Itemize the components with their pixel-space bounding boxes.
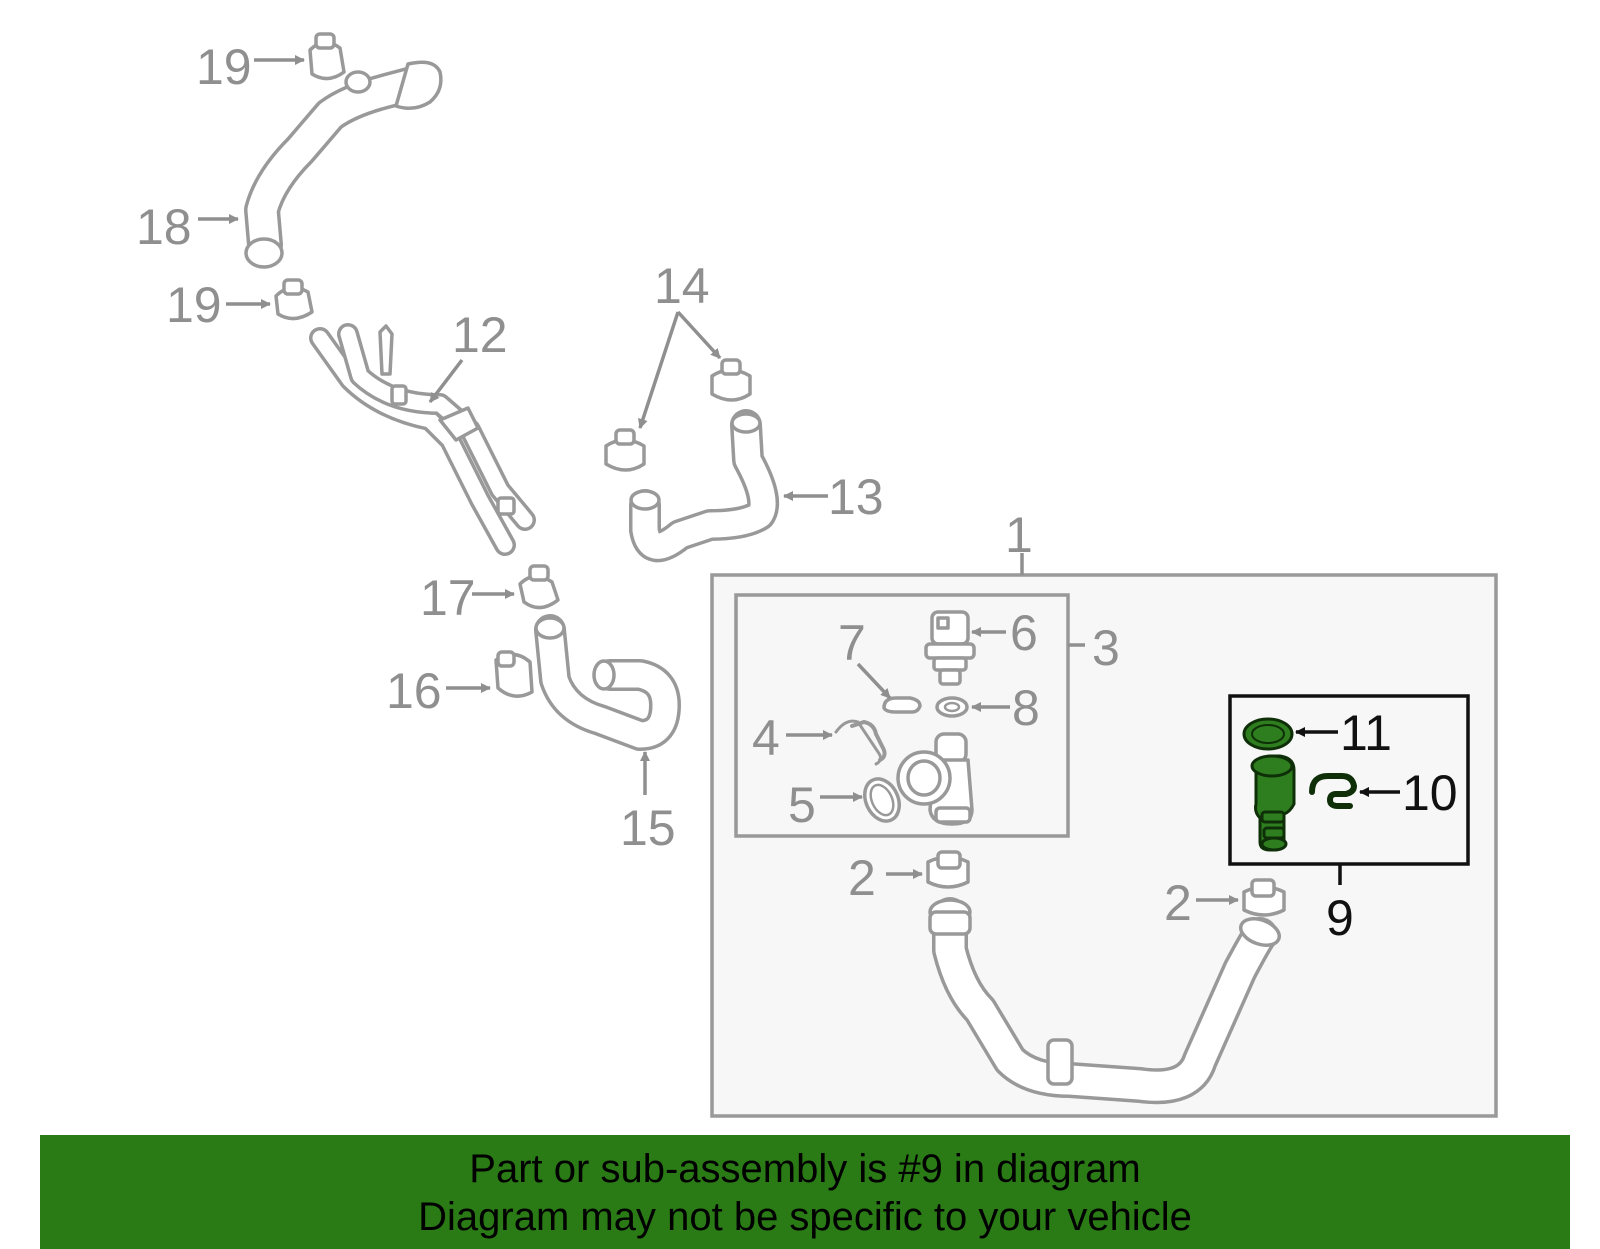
hose-clamp-16[interactable] xyxy=(494,650,534,698)
hose-clamp-19-bottom[interactable] xyxy=(274,278,314,321)
callout-10: 10 xyxy=(1402,765,1458,821)
banner-line-2: Diagram may not be specific to your vehi… xyxy=(418,1195,1192,1239)
coolant-hose-1[interactable] xyxy=(928,897,1283,1105)
hose-clamp-2-left[interactable] xyxy=(926,850,970,889)
clip-10[interactable] xyxy=(1309,773,1358,809)
hose-clamp-17[interactable] xyxy=(518,564,560,610)
callout-13: 13 xyxy=(828,469,884,525)
hose-clamp-14-upper[interactable] xyxy=(710,358,752,402)
sensor-6[interactable] xyxy=(924,610,976,686)
parts-diagram: 1 3 9 11 10 6 8 7 xyxy=(136,32,1498,1118)
coolant-hose-13[interactable] xyxy=(629,409,779,563)
connector-fitting-9[interactable] xyxy=(1250,754,1296,852)
subassembly-box-3 xyxy=(734,593,1070,838)
hose-clamp-19-top[interactable] xyxy=(308,32,346,81)
clip-4[interactable] xyxy=(850,719,887,762)
callout-5: 5 xyxy=(788,777,816,833)
callout-19-bottom: 19 xyxy=(166,277,222,333)
coolant-housing-3[interactable] xyxy=(896,732,974,826)
callout-18: 18 xyxy=(136,199,192,255)
small-clip-7[interactable] xyxy=(882,696,922,714)
callout-3: 3 xyxy=(1092,620,1120,676)
coolant-pipe-assembly-12[interactable] xyxy=(309,323,536,556)
callout-11: 11 xyxy=(1340,705,1392,761)
callout-6: 6 xyxy=(1010,605,1038,661)
coolant-pipe-18[interactable] xyxy=(244,60,443,269)
hose-clamp-2-right[interactable] xyxy=(1242,878,1286,917)
info-banner: Part or sub-assembly is #9 in diagram Di… xyxy=(40,1135,1570,1249)
callout-14: 14 xyxy=(654,258,710,314)
callout-2-right: 2 xyxy=(1164,875,1192,931)
assembly-box-1 xyxy=(710,573,1498,1118)
callout-2-left: 2 xyxy=(848,850,876,906)
highlight-box-9 xyxy=(1228,694,1470,866)
callout-19-top: 19 xyxy=(196,39,252,95)
callout-8: 8 xyxy=(1012,680,1040,736)
callout-7: 7 xyxy=(838,615,866,671)
callout-4: 4 xyxy=(752,710,780,766)
hose-clamp-14-lower[interactable] xyxy=(604,428,646,472)
washer-8[interactable] xyxy=(935,696,969,718)
callout-16: 16 xyxy=(386,663,442,719)
coolant-hose-15[interactable] xyxy=(534,614,681,751)
callout-9: 9 xyxy=(1326,890,1354,946)
o-ring-5[interactable] xyxy=(858,773,906,826)
callout-1: 1 xyxy=(1005,507,1033,563)
callout-12: 12 xyxy=(452,307,508,363)
banner-line-1: Part or sub-assembly is #9 in diagram xyxy=(469,1147,1141,1191)
seal-ring-11[interactable] xyxy=(1242,717,1294,751)
callout-17: 17 xyxy=(420,570,476,626)
callout-15: 15 xyxy=(620,800,676,856)
